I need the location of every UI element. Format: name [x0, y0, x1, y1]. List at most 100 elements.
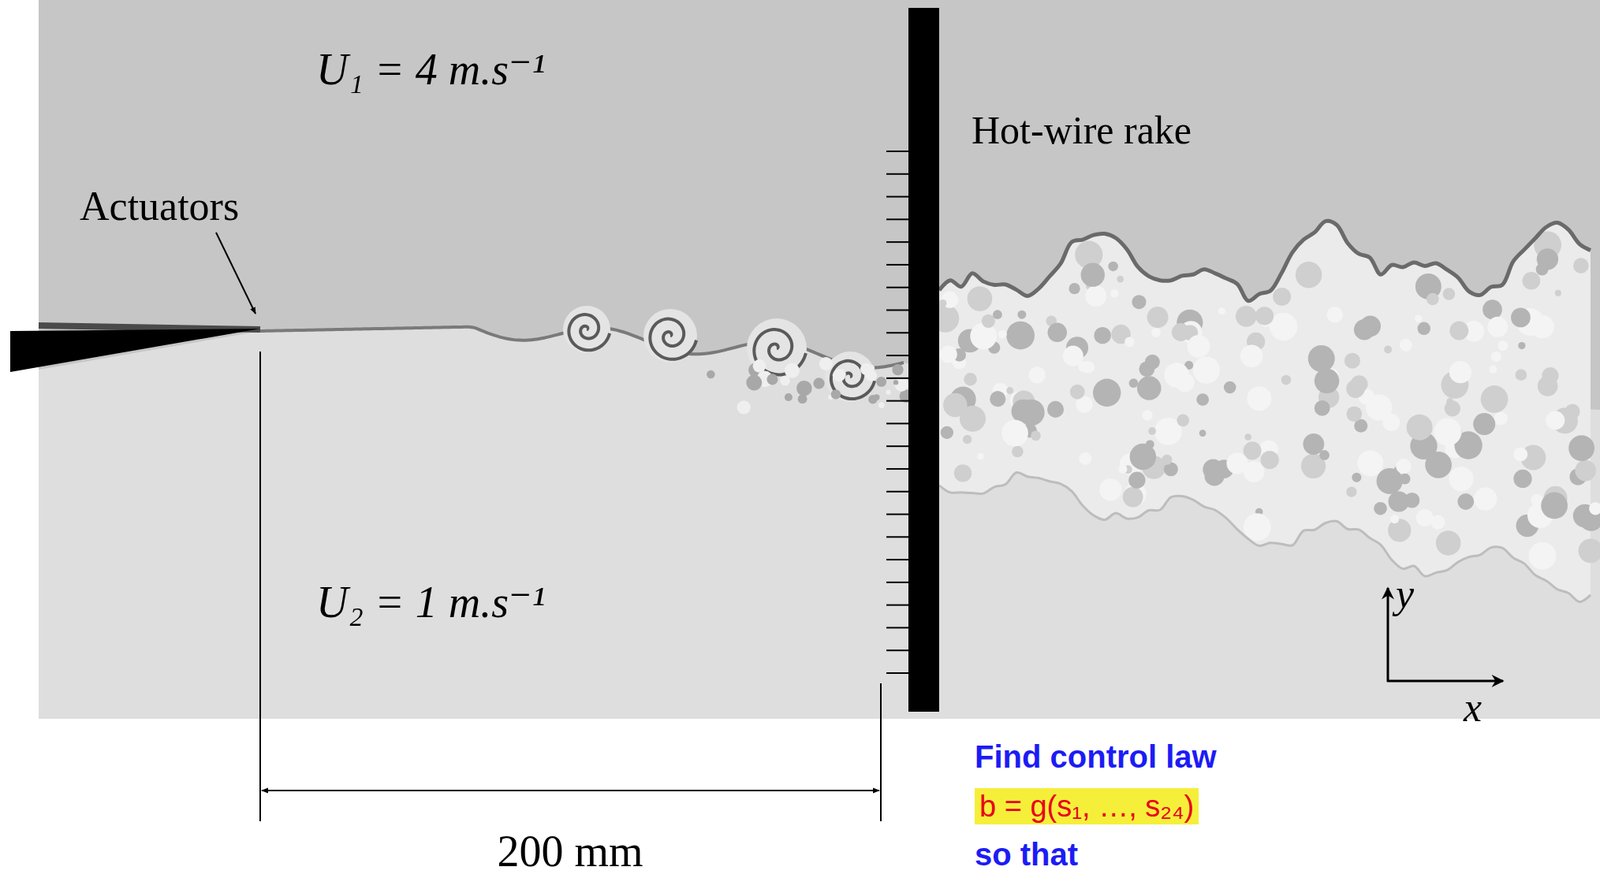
turbulent-blob	[1390, 514, 1399, 524]
probe-tick	[886, 604, 909, 607]
turbulent-blob	[1196, 393, 1209, 407]
turbulent-blob	[745, 375, 762, 392]
turbulent-blob	[1068, 283, 1080, 295]
turbulent-blob	[796, 380, 813, 397]
turbulent-blob	[998, 330, 1007, 340]
turbulent-blob	[943, 393, 968, 418]
turbulent-blob	[1281, 375, 1292, 386]
turbulent-blob	[1517, 342, 1526, 350]
turbulent-blob	[962, 435, 972, 444]
turbulent-blob	[1522, 272, 1541, 291]
turbulent-blob	[1449, 361, 1472, 384]
turbulent-blob	[1449, 321, 1469, 341]
turbulent-blob	[1457, 493, 1474, 511]
vortex-core	[746, 318, 807, 379]
turbulent-blob	[1246, 386, 1272, 411]
annotation-text: Find control law	[974, 741, 1217, 773]
turbulent-blob	[832, 369, 846, 382]
turbulent-blob	[1314, 369, 1340, 395]
turbulent-blob	[1204, 466, 1224, 486]
probe-tick	[886, 354, 909, 357]
probe-tick	[886, 287, 909, 289]
turbulent-blob	[1514, 369, 1527, 381]
turbulent-blob	[813, 377, 825, 389]
turbulent-blob	[1327, 306, 1343, 323]
turbulent-blob	[753, 359, 767, 373]
turbulent-blob	[977, 453, 984, 460]
turbulent-blob	[1443, 287, 1456, 301]
turbulent-blob	[1487, 317, 1508, 338]
turbulent-blob	[1030, 430, 1041, 441]
axis-arrow	[1387, 588, 1390, 683]
turbulent-blob	[1047, 323, 1067, 344]
turbulent-blob	[1302, 433, 1325, 456]
turbulent-blob	[784, 393, 793, 402]
turbulent-blob	[1107, 261, 1119, 273]
turbulent-blob	[1416, 509, 1434, 527]
turbulent-blob	[878, 402, 885, 409]
turbulent-blob	[1480, 385, 1509, 414]
turbulent-blob	[1448, 466, 1474, 492]
dimension-extension	[880, 683, 882, 822]
turbulent-blob	[1099, 478, 1122, 501]
turbulent-blob	[1351, 473, 1362, 483]
turbulent-blob	[835, 369, 847, 381]
hot-wire-rake	[908, 7, 940, 713]
leader-line	[216, 232, 256, 314]
turbulent-blob	[1163, 362, 1190, 388]
turbulent-blob	[1574, 460, 1597, 482]
probe-tick	[886, 514, 909, 516]
turbulent-blob	[1404, 492, 1421, 509]
turbulent-blob	[1353, 319, 1375, 340]
turbulent-blob	[1078, 452, 1092, 466]
turbulent-blob	[1545, 410, 1565, 430]
turbulent-blob	[1444, 400, 1461, 417]
vortex-roll	[649, 319, 697, 360]
probe-tick	[886, 581, 909, 584]
upper-stream	[38, 0, 1600, 720]
turbulent-blob	[1295, 261, 1322, 288]
turbulent-blob	[1193, 357, 1220, 385]
probe-tick	[886, 626, 909, 629]
turbulent-blob	[1494, 411, 1508, 426]
turbulent-blob	[1244, 433, 1252, 441]
turbulent-blob	[1376, 468, 1403, 495]
turbulent-blob	[1017, 310, 1026, 320]
axis-label: y	[1395, 574, 1414, 616]
turbulent-blob	[967, 286, 993, 312]
turbulent-blob	[779, 376, 791, 387]
probe-tick	[886, 672, 909, 675]
turbulent-blob	[1529, 542, 1557, 571]
turbulent-blob	[1473, 413, 1496, 436]
turbulent-blob	[893, 380, 899, 385]
turbulent-blob	[1118, 465, 1127, 474]
turbulent-blob	[1093, 327, 1111, 344]
turbulent-blob	[1130, 443, 1157, 470]
probe-tick	[886, 150, 909, 153]
turbulent-region	[939, 221, 1591, 603]
turbulent-blob	[1269, 313, 1298, 341]
turbulent-blob	[1350, 375, 1369, 393]
turbulent-blob	[1006, 321, 1035, 351]
turbulent-blob	[1513, 447, 1528, 462]
probe-tick	[886, 196, 909, 198]
turbulent-blob	[865, 369, 877, 382]
turbulent-blob	[1435, 530, 1462, 556]
probe-tick	[886, 422, 909, 425]
turbulent-blob	[1240, 344, 1263, 367]
velocity-label: U₁ = 4 m.s⁻¹	[316, 47, 545, 92]
probe-tick	[886, 649, 909, 652]
turbulent-blob	[1128, 472, 1145, 489]
turbulent-blob	[1011, 446, 1024, 459]
turbulent-blob	[1018, 399, 1045, 426]
turbulent-blob	[1536, 263, 1549, 276]
turbulent-blob	[885, 390, 891, 396]
turbulent-blob	[1424, 451, 1452, 479]
dimension-arrow	[261, 790, 880, 792]
turbulent-blob	[873, 394, 881, 401]
turbulent-blob	[1537, 376, 1559, 397]
turbulent-blob	[1540, 492, 1568, 520]
turbulent-blob	[891, 364, 903, 376]
turbulent-blob	[1001, 420, 1029, 448]
